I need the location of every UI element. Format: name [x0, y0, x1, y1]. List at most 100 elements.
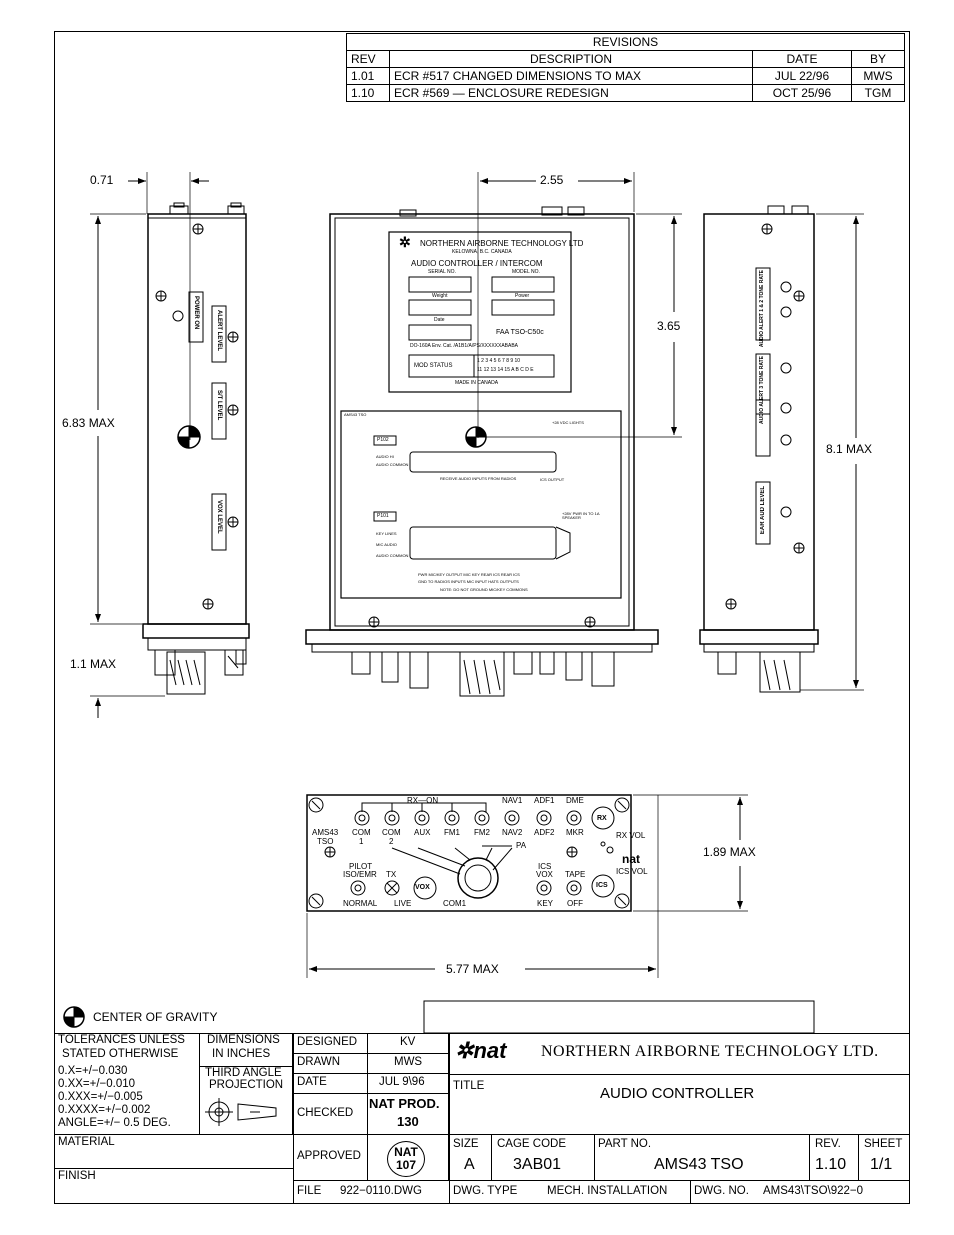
nav1-label: NAV1	[502, 796, 523, 805]
ics-button-label: ICS	[596, 882, 608, 889]
adf2-label: ADF2	[534, 828, 555, 837]
ics-vox-label: VOX	[536, 870, 553, 879]
mkr-label: MKR	[566, 828, 584, 837]
com2-label: COM	[382, 828, 401, 837]
size-value: A	[464, 1156, 475, 1173]
date-cell: OCT 25/96	[752, 84, 852, 102]
key-label: KEY	[537, 899, 554, 908]
rx-button-label: RX	[597, 815, 607, 822]
tso-label: TSO	[317, 837, 334, 846]
rev-value: 1.10	[815, 1156, 847, 1173]
vox-level-label: VOX LEVEL	[216, 500, 222, 534]
finish-label: FINISH	[58, 1170, 96, 1182]
dim-1-1: 1.1 MAX	[70, 657, 117, 671]
approved-stamp: NAT 107	[387, 1141, 425, 1177]
by-cell: TGM	[851, 84, 905, 102]
dimensions-label-1: DIMENSIONS	[207, 1034, 280, 1046]
vox-lights-label: +28 VDC LIGHTS	[552, 420, 584, 425]
ics-output-label: ICS OUTPUT	[540, 477, 565, 482]
st-level-label: S/T LEVEL	[216, 390, 222, 421]
dwg-no-value: AMS43\TSO\922−0	[763, 1185, 864, 1197]
connector-panel-title: AMS43 TSO	[344, 412, 367, 417]
title-label: TITLE	[453, 1080, 485, 1092]
right-side-view	[699, 205, 864, 693]
rx-on-label: RX—ON	[407, 796, 439, 805]
nameplate-model: MODEL NO.	[512, 269, 540, 275]
dim-6-83: 6.83 MAX	[62, 416, 115, 430]
tolerances-title-1: TOLERANCES UNLESS	[58, 1034, 185, 1046]
power-on-label: POWER ON	[193, 296, 199, 330]
ams43-label: AMS43	[312, 828, 339, 837]
logo-text: nat	[473, 1038, 507, 1063]
cage-label: CAGE CODE	[497, 1138, 567, 1150]
audio-alert3-tone-rate-label: AUDIO ALERT 3 TONE RATE	[759, 356, 765, 424]
blank-note-box	[423, 1000, 815, 1034]
connector-bottom-labels-2: GND TO RADIOS INPUTS MIC INPUT HATS OUTP…	[418, 579, 519, 584]
dim-5-77: 5.77 MAX	[446, 962, 499, 976]
approved-value-2: 107	[395, 1158, 417, 1172]
dwg-type-value: MECH. INSTALLATION	[547, 1185, 668, 1197]
checked-value-2: 130	[397, 1114, 419, 1129]
projection-label-2: PROJECTION	[209, 1079, 284, 1091]
tolerance-4: 0.XXXX=+/−0.002	[58, 1104, 151, 1116]
com1-label: COM	[352, 828, 371, 837]
tolerances-title-2: STATED OTHERWISE	[62, 1048, 179, 1060]
company-name: NORTHERN AIRBORNE TECHNOLOGY LTD.	[541, 1043, 879, 1060]
connector-bottom-labels: PWR MIC/KEY OUTPUT MIC KEY REAR ICS REAR…	[418, 572, 520, 577]
nameplate-serial: SERIAL NO.	[428, 269, 456, 275]
revision-row: 1.10 ECR #569 — ENCLOSURE REDESIGN OCT 2…	[346, 84, 905, 102]
size-label: SIZE	[453, 1138, 479, 1150]
material-label: MATERIAL	[58, 1136, 115, 1148]
fm2-label: FM2	[474, 828, 490, 837]
nameplate-do160: DO-160A Env. Cat. /A1B1/A/PS/XXXXXXABABA	[410, 343, 519, 349]
approved-value-1: NAT	[394, 1145, 418, 1159]
nameplate-power: Power	[515, 293, 530, 299]
left-side-view	[90, 172, 250, 718]
dme-label: DME	[566, 796, 584, 805]
tolerance-3: 0.XXX=+/−0.005	[58, 1091, 143, 1103]
tolerance-1: 0.X=+/−0.030	[58, 1065, 128, 1077]
title-cell	[449, 1074, 910, 1135]
projection-label-1: THIRD ANGLE	[205, 1067, 282, 1079]
speaker-label: +28V PWR IN TO 1A SPEAKER	[562, 511, 600, 520]
p102-label: P102	[377, 437, 389, 443]
nameplate-star-icon: ✲	[399, 234, 411, 250]
nav2-label: NAV2	[502, 828, 523, 837]
date-label: DATE	[297, 1076, 327, 1088]
dim-0-71: 0.71	[90, 173, 114, 187]
rev-header: REV	[346, 50, 390, 68]
nameplate-mod-row2: 11 12 13 14 15 A B C D E	[477, 367, 534, 373]
audio-alert-tone-rate-label: AUDIO ALERT 1 & 2 TONE RATE	[759, 270, 765, 348]
live-label: LIVE	[394, 899, 412, 908]
nameplate-company: NORTHERN AIRBORNE TECHNOLOGY LTD	[420, 239, 584, 248]
iso-emr-label: ISO/EMR	[343, 870, 377, 879]
dwg-no-cell	[690, 1180, 910, 1204]
com2-number: 2	[389, 837, 394, 846]
normal-label: NORMAL	[343, 899, 378, 908]
rev-cell: 1.01	[346, 67, 390, 85]
designed-label: DESIGNED	[297, 1036, 358, 1048]
aux-label: AUX	[414, 828, 431, 837]
nameplate-made-in: MADE IN CANADA	[455, 380, 499, 386]
dwg-no-label: DWG. NO.	[694, 1185, 749, 1197]
p101-label: P101	[377, 513, 389, 519]
part-value: AMS43 TSO	[654, 1156, 744, 1173]
approved-label: APPROVED	[297, 1150, 361, 1162]
nameplate-faa: FAA TSO-C50c	[496, 329, 544, 336]
key-lines-label: KEY LINES	[376, 531, 397, 536]
rev-label: REV.	[815, 1138, 841, 1150]
dimensions-label-2: IN INCHES	[212, 1048, 271, 1060]
ear-aud-level-label: EAR AUD LEVEL	[760, 486, 766, 535]
off-label: OFF	[567, 899, 583, 908]
mic-audio-label: MIC AUDIO	[376, 542, 397, 547]
tx-label: TX	[386, 870, 397, 879]
drawn-value: MWS	[394, 1056, 423, 1068]
designed-value: KV	[400, 1036, 416, 1048]
vox-button-label: VOX	[415, 884, 430, 891]
tape-label: TAPE	[565, 870, 586, 879]
front-panel-view	[306, 794, 748, 978]
date-value: JUL 9\96	[379, 1076, 425, 1088]
dim-8-1: 8.1 MAX	[826, 442, 873, 456]
nameplate-mod-row1: 1 2 3 4 5 6 7 8 9 10	[477, 358, 521, 364]
alert-level-label: ALERT LEVEL	[216, 310, 222, 352]
